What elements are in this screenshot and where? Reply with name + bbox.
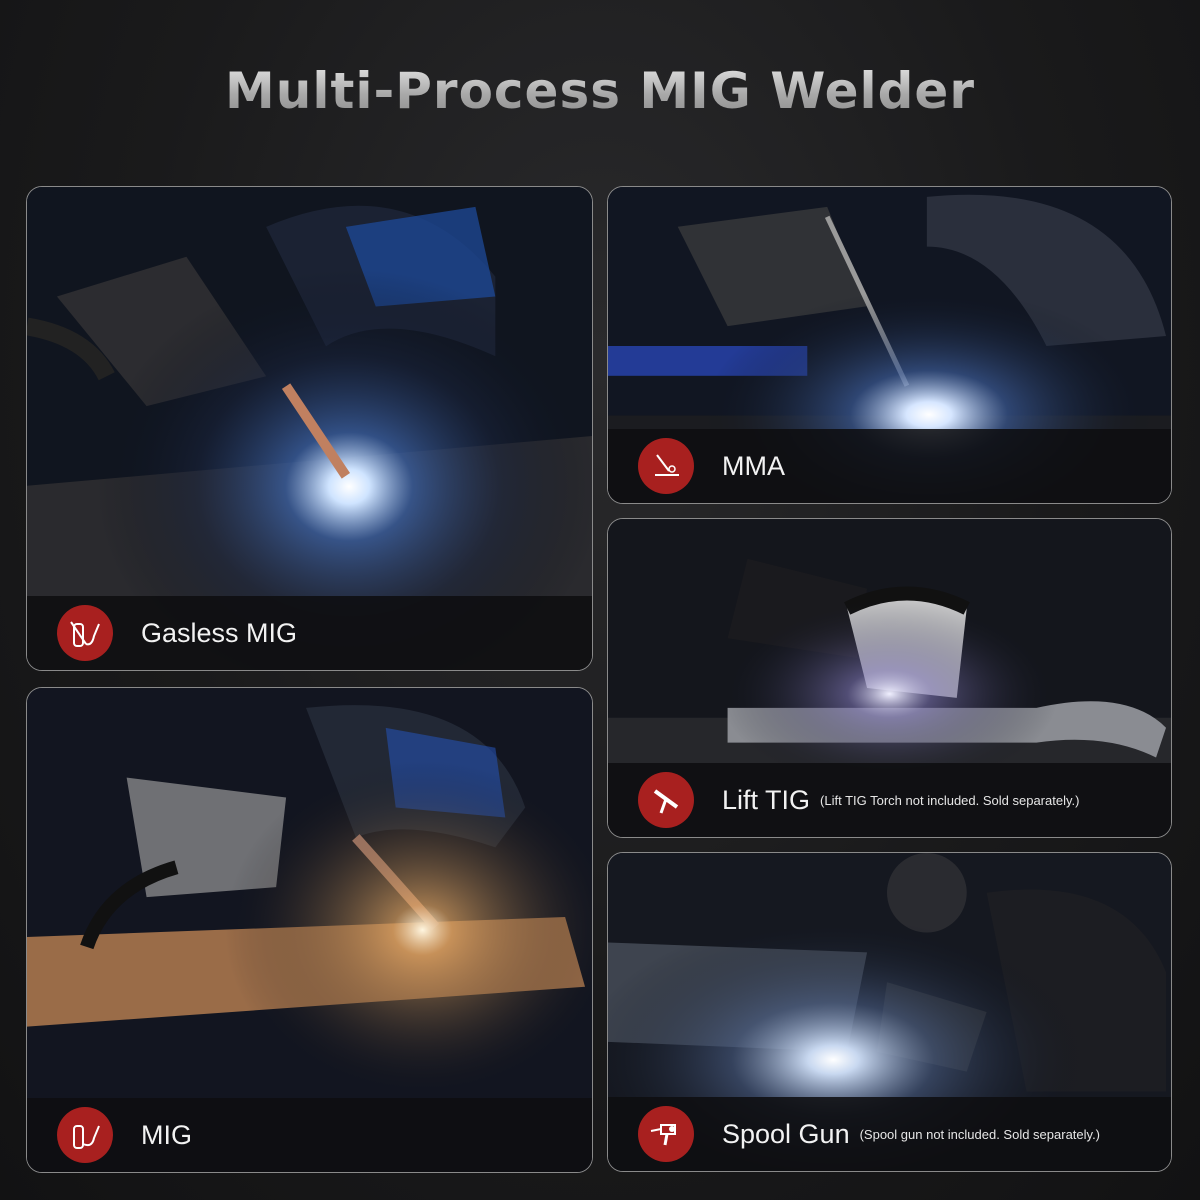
label-bar: MIG — [27, 1098, 592, 1172]
panel-mma: MMA — [607, 186, 1172, 504]
label-bar: Lift TIG (Lift TIG Torch not included. S… — [608, 763, 1171, 837]
process-note: (Lift TIG Torch not included. Sold separ… — [820, 792, 1080, 808]
process-label: Gasless MIG — [141, 617, 298, 648]
spool-gun-icon — [638, 1106, 694, 1162]
stick-electrode-icon — [638, 438, 694, 494]
panel-spool-gun: Spool Gun (Spool gun not included. Sold … — [607, 852, 1172, 1172]
no-gas-cylinder-torch-icon — [57, 605, 113, 661]
panel-lift-tig: Lift TIG (Lift TIG Torch not included. S… — [607, 518, 1172, 838]
welding-photo-mig — [27, 688, 592, 1172]
process-label: MIG — [141, 1119, 192, 1150]
tig-torch-icon — [638, 772, 694, 828]
process-note: (Spool gun not included. Sold separately… — [859, 1126, 1101, 1142]
process-label: Lift TIG — [722, 784, 811, 815]
page-title: Multi-Process MIG Welder — [0, 62, 1200, 120]
process-label: Spool Gun — [722, 1118, 850, 1149]
gas-cylinder-torch-icon — [57, 1107, 113, 1163]
process-label: MMA — [722, 450, 785, 481]
label-bar: Gasless MIG — [27, 596, 592, 670]
panel-mig: MIG — [26, 687, 593, 1173]
panel-gasless-mig: Gasless MIG — [26, 186, 593, 671]
label-bar: MMA — [608, 429, 1171, 503]
label-bar: Spool Gun (Spool gun not included. Sold … — [608, 1097, 1171, 1171]
